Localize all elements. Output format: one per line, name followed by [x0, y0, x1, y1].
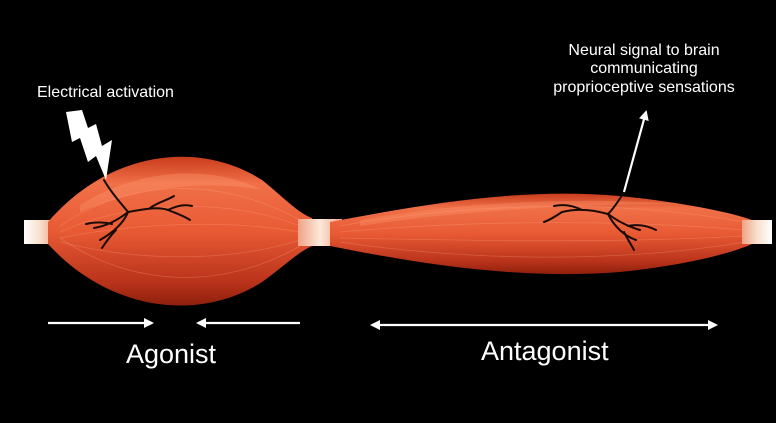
- agonist-sheen: [80, 173, 262, 212]
- neural-signal-line-2: communicating: [590, 60, 698, 78]
- lightning-bolt-icon: [66, 110, 112, 180]
- antagonist-label: Antagonist: [481, 336, 609, 366]
- antagonist-muscle: [330, 193, 752, 275]
- electrical-activation-label: Electrical activation: [37, 84, 174, 101]
- neural-signal-line-3: proprioceptive sensations: [553, 78, 735, 96]
- neural-signal-label: Neural signal to brain communicating pro…: [532, 42, 756, 97]
- agonist-label: Agonist: [126, 339, 217, 369]
- right-tendon: [742, 220, 772, 244]
- antagonist-sheen: [360, 200, 680, 226]
- neural-signal-arrow: [622, 110, 649, 193]
- neural-signal-line-1: Neural signal to brain: [568, 42, 720, 59]
- agonist-nerve: [85, 179, 193, 249]
- antagonist-nerve: [543, 191, 657, 251]
